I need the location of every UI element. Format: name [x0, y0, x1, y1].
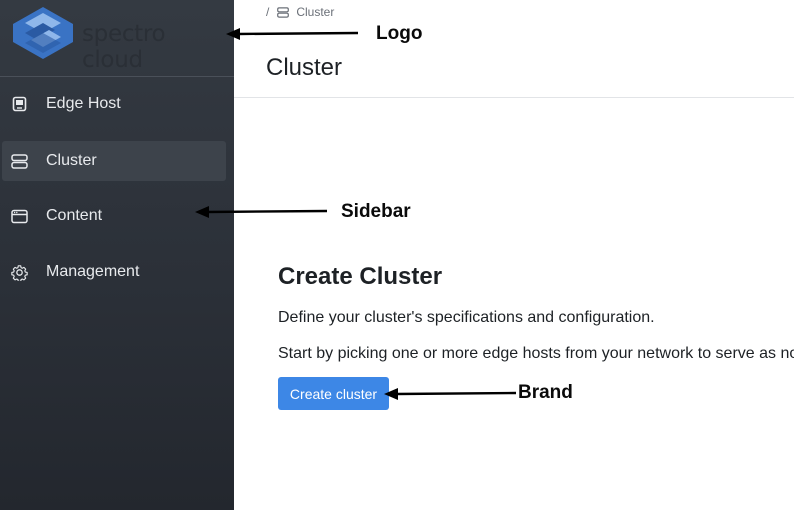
- sidebar-annotation: Sidebar: [341, 201, 411, 222]
- cluster-icon: [10, 152, 28, 170]
- gear-icon: [10, 263, 28, 281]
- logo-brand-suffix: cloud: [82, 47, 143, 73]
- sidebar-item-label: Management: [46, 263, 140, 280]
- breadcrumb: / Cluster: [266, 5, 334, 19]
- sidebar-item-content[interactable]: Content: [2, 196, 226, 236]
- cluster-icon: [277, 6, 290, 18]
- breadcrumb-link-cluster[interactable]: Cluster: [296, 5, 335, 19]
- page-title: Cluster: [266, 54, 343, 81]
- sidebar-divider: [0, 76, 234, 77]
- empty-state-instructions: Start by picking one or more edge hosts …: [278, 345, 794, 362]
- empty-state-title: Create Cluster: [278, 263, 443, 290]
- header-divider: [234, 97, 794, 98]
- server-icon: [10, 95, 28, 113]
- sidebar-item-label: Cluster: [46, 152, 97, 169]
- breadcrumb-separator: /: [266, 5, 270, 19]
- brand-annotation: Brand: [518, 382, 573, 403]
- logo[interactable]: spectro cloud: [12, 6, 227, 73]
- logo-wordmark: spectro cloud: [82, 21, 227, 73]
- sidebar-item-label: Content: [46, 207, 103, 224]
- sidebar-item-edge-host[interactable]: Edge Host: [2, 84, 226, 124]
- browser-window-icon: [10, 207, 28, 225]
- spectro-cloud-logo-icon: [13, 7, 73, 59]
- sidebar-item-label: Edge Host: [46, 95, 121, 112]
- sidebar-item-cluster[interactable]: Cluster: [2, 141, 226, 181]
- sidebar-annotation-arrow-icon: [195, 206, 327, 218]
- logo-annotation: Logo: [376, 23, 423, 44]
- logo-brand-name: spectro: [82, 21, 166, 47]
- create-cluster-button[interactable]: Create cluster: [278, 377, 389, 410]
- sidebar-item-management[interactable]: Management: [2, 252, 226, 292]
- sidebar: spectro cloud Edge Host Cluster: [0, 0, 234, 510]
- empty-state-description: Define your cluster's specifications and…: [278, 309, 655, 326]
- brand-annotation-arrow-icon: [384, 388, 516, 400]
- logo-annotation-arrow-icon: [226, 28, 358, 40]
